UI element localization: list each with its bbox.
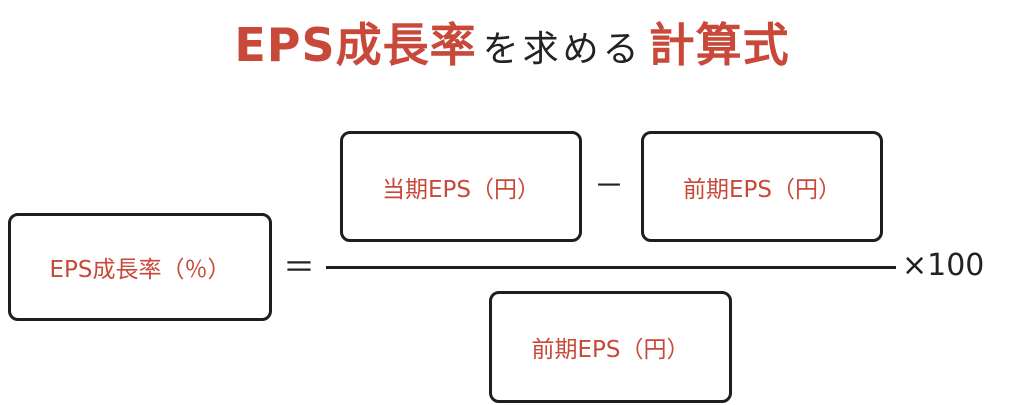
denominator-previous-eps-label: 前期EPS（円） [531,337,690,363]
numerator-current-eps-box: 当期EPS（円） [340,131,582,242]
numerator-previous-eps-label: 前期EPS（円） [682,176,841,203]
title-part-connector: を求める [482,29,643,70]
lhs-label: EPS成長率（％） [49,257,231,283]
numerator-previous-eps-box: 前期EPS（円） [641,131,883,242]
title-part-eps-growth: EPS成長率 [234,18,477,72]
title-part-formula: 計算式 [648,18,790,72]
denominator-previous-eps-box: 前期EPS（円） [489,291,732,403]
numerator-current-eps-label: 当期EPS（円） [381,176,540,203]
fraction-line [326,266,896,269]
lhs-box: EPS成長率（％） [8,213,272,321]
page-title: EPS成長率を求める計算式 [0,22,1024,68]
minus-sign: － [594,169,624,204]
equals-sign: ＝ [283,248,316,286]
multiplier: ×100 [902,248,985,283]
